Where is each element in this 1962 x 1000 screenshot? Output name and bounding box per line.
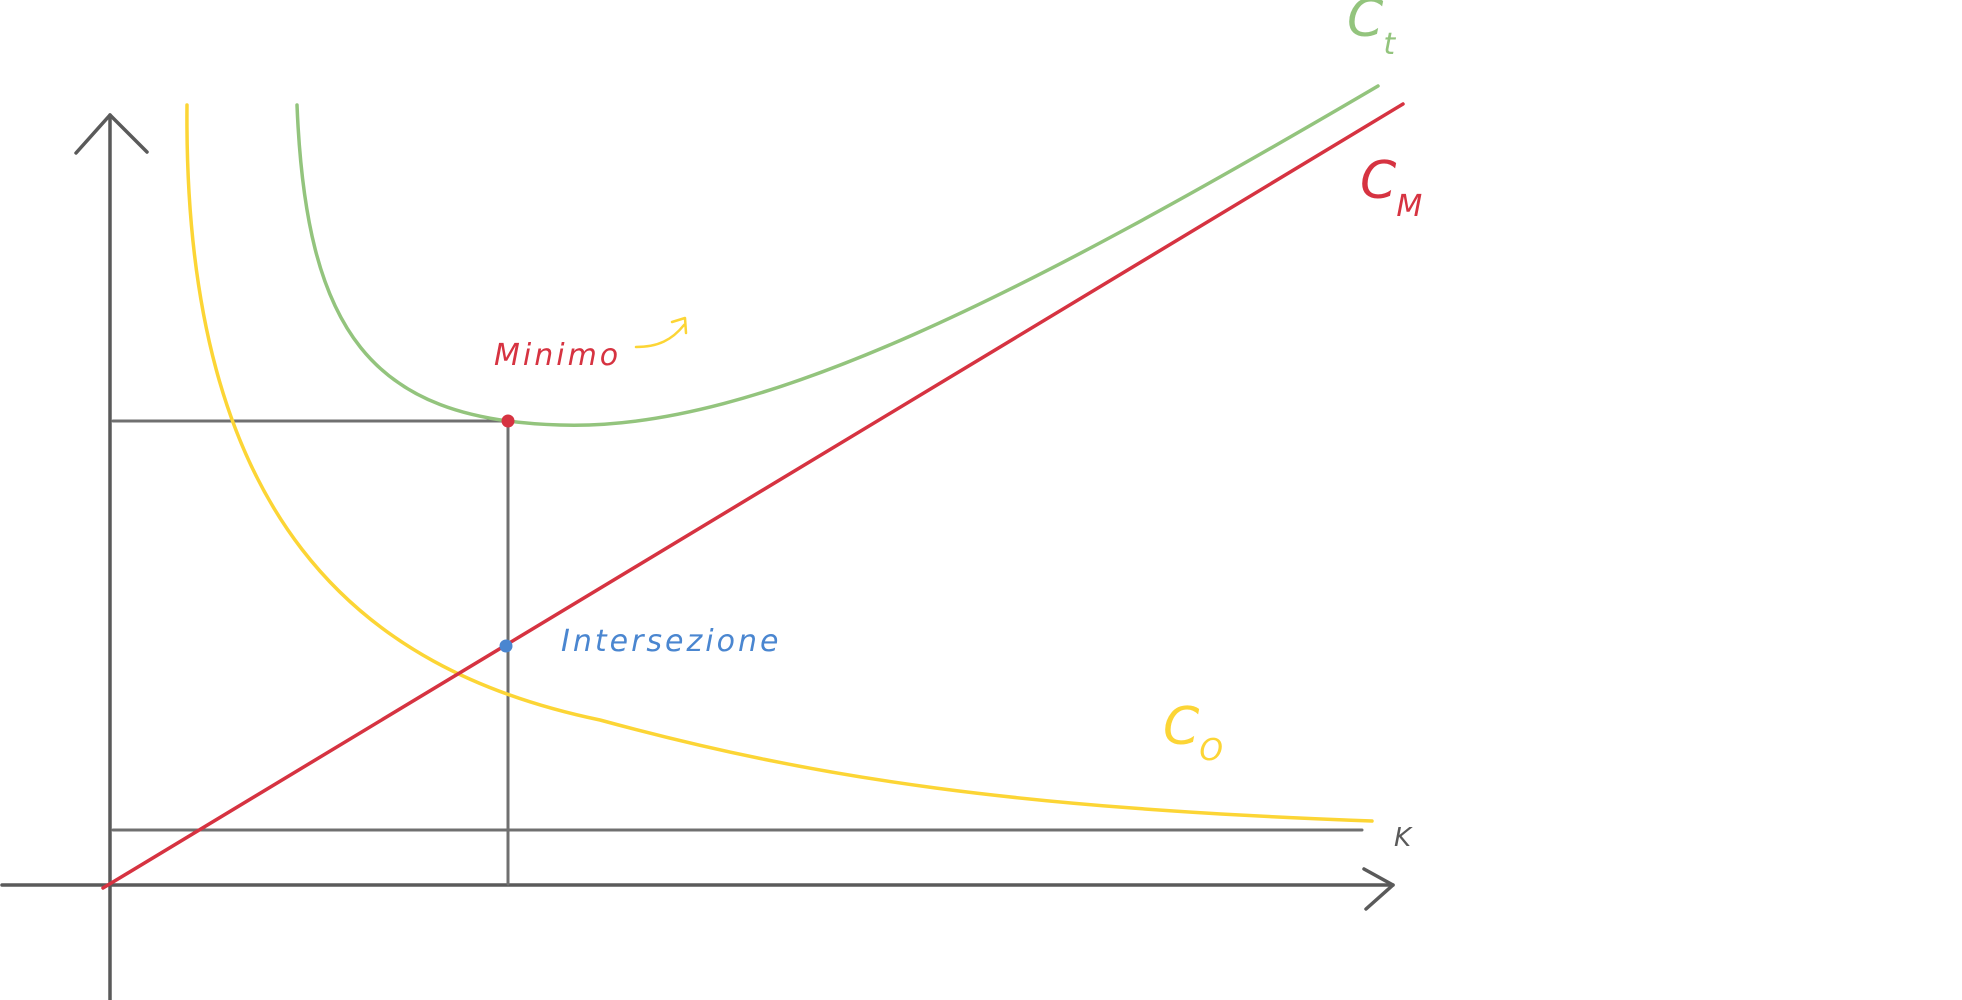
guide-lines — [111, 419, 1364, 886]
axes — [0, 113, 1395, 1000]
opportunity-cost-label: CO — [1163, 697, 1223, 768]
curved-arrow-icon — [634, 316, 688, 349]
intersection-label: Intersezione — [561, 624, 781, 659]
x-axis-arrowhead — [1362, 867, 1395, 911]
maintenance-cost-label: CM — [1360, 151, 1422, 224]
total-cost-label: Ct — [1347, 0, 1396, 62]
total-cost-label-sub: t — [1383, 27, 1396, 62]
y-axis-arrowhead — [74, 113, 149, 155]
total-cost-curve — [295, 84, 1380, 427]
opportunity-cost-curve — [185, 103, 1374, 823]
maintenance-cost-label-main: C — [1360, 151, 1397, 211]
maintenance-cost-label-sub: M — [1396, 189, 1422, 224]
x-axis-label: K — [1394, 823, 1413, 853]
opportunity-cost-label-sub: O — [1199, 733, 1223, 768]
maintenance-cost-line — [101, 102, 1405, 890]
intersection-point — [499, 639, 513, 653]
opportunity-cost-label-main: C — [1163, 697, 1200, 757]
total-cost-label-main: C — [1347, 0, 1384, 49]
minimum-point — [501, 414, 515, 428]
minimum-label: Minimo — [494, 338, 621, 373]
